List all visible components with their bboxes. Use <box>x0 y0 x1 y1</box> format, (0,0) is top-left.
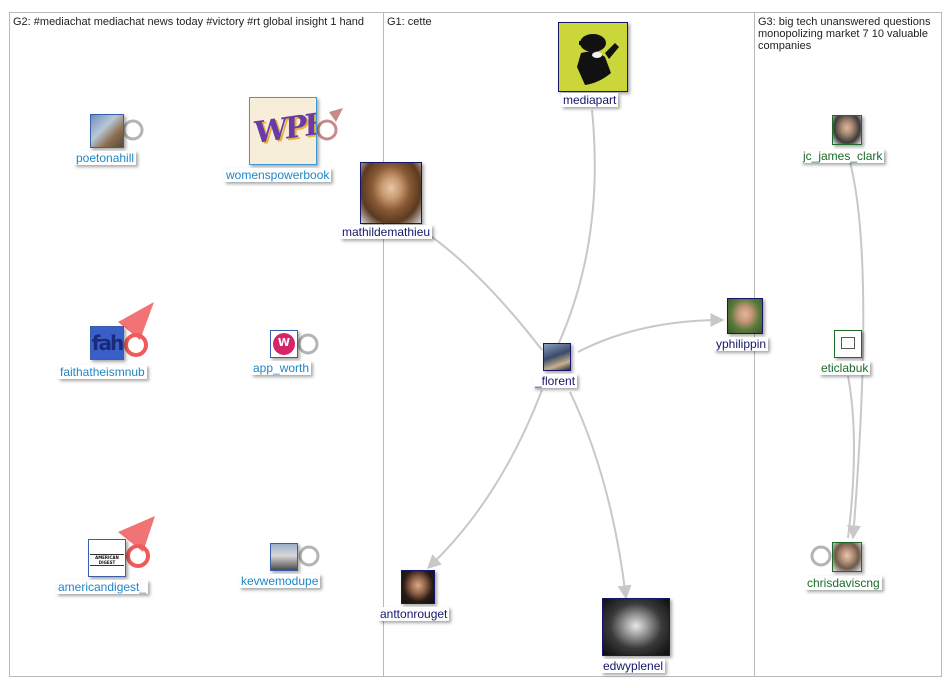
label-kevwemodupe[interactable]: kevwemodupe <box>239 574 320 588</box>
label-womenspowerbook[interactable]: womenspowerbook <box>224 168 331 182</box>
americandigest_-logo-text: AMERICAN DIGEST <box>90 554 124 566</box>
label-chrisdaviscng[interactable]: chrisdaviscng <box>805 576 882 590</box>
mediapart-logo-icon <box>559 23 628 92</box>
faithatheismnub-logo-text: fah <box>91 331 123 355</box>
avatar-_florent[interactable] <box>543 343 571 371</box>
group-box-g2: G2: #mediachat mediachat news today #vic… <box>9 12 384 677</box>
avatar-anttonrouget[interactable] <box>401 570 435 604</box>
avatar-chrisdaviscng[interactable] <box>832 542 862 572</box>
label-mathildemathieu[interactable]: mathildemathieu <box>340 225 432 239</box>
group-label-g2: G2: #mediachat mediachat news today #vic… <box>13 16 368 28</box>
avatar-americandigest_[interactable]: AMERICAN DIGEST <box>88 539 126 577</box>
label-mediapart[interactable]: mediapart <box>561 93 618 107</box>
womenspowerbook-logo-text: WPB <box>254 108 314 151</box>
label-faithatheismnub[interactable]: faithatheismnub <box>58 365 147 379</box>
app_worth-logo: W <box>273 333 295 355</box>
label-jc_james_clark[interactable]: jc_james_clark <box>801 149 884 163</box>
label-app_worth[interactable]: app_worth <box>251 361 311 375</box>
label-americandigest_[interactable]: americandigest_ <box>56 580 148 594</box>
avatar-faithatheismnub[interactable]: fah <box>90 326 124 360</box>
label-yphilippin[interactable]: yphilippin <box>714 337 768 351</box>
avatar-kevwemodupe[interactable] <box>270 543 298 571</box>
label-poetonahill[interactable]: poetonahill <box>74 151 136 165</box>
eticlabuk-logo-icon <box>841 337 855 349</box>
avatar-app_worth[interactable]: W <box>270 330 298 358</box>
avatar-womenspowerbook[interactable]: WPB <box>249 97 317 165</box>
avatar-mathildemathieu[interactable] <box>360 162 422 224</box>
label-_florent[interactable]: _florent <box>533 374 577 388</box>
label-edwyplenel[interactable]: edwyplenel <box>601 659 665 673</box>
avatar-mediapart[interactable] <box>558 22 628 92</box>
label-eticlabuk[interactable]: eticlabuk <box>819 361 870 375</box>
avatar-poetonahill[interactable] <box>90 114 124 148</box>
avatar-eticlabuk[interactable] <box>834 330 862 358</box>
avatar-yphilippin[interactable] <box>727 298 763 334</box>
group-label-g3: G3: big tech unanswered questions monopo… <box>758 16 942 52</box>
avatar-edwyplenel[interactable] <box>602 598 670 656</box>
label-anttonrouget[interactable]: anttonrouget <box>378 607 449 621</box>
avatar-jc_james_clark[interactable] <box>832 115 862 145</box>
